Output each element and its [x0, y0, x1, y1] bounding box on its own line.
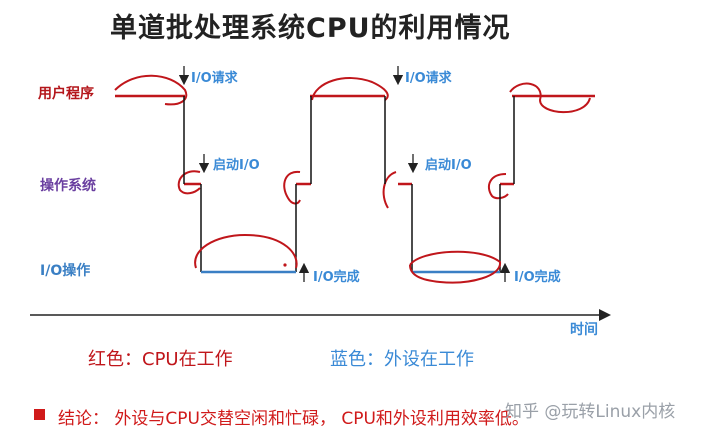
- diagram-title: 单道批处理系统CPU的利用情况: [110, 13, 511, 44]
- row-label-io: I/O操作: [40, 263, 91, 279]
- hand-curve-os-2: [283, 170, 301, 205]
- row-label-user-program: 用户程序: [38, 86, 94, 102]
- annotation-start-io-1: 启动I/O: [213, 158, 260, 173]
- hand-curve-os-4: [487, 173, 509, 200]
- conclusion-text: 结论： 外设与CPU交替空闲和忙碌， CPU和外设利用效率低。: [58, 409, 529, 429]
- hand-curve-user-1: [114, 74, 188, 106]
- row-label-os: 操作系统: [40, 178, 96, 194]
- hand-curve-io-1: [194, 233, 298, 269]
- hand-curve-io-2: [409, 250, 501, 284]
- hand-dot: [283, 263, 287, 267]
- annotation-start-io-2: 启动I/O: [425, 158, 472, 173]
- hand-curve-os-1: [177, 170, 201, 195]
- bullet-square-icon: [34, 409, 45, 420]
- annotation-io-complete-2: I/O完成: [514, 270, 561, 285]
- hand-curve-os-3: [382, 171, 397, 209]
- annotation-io-request-2: I/O请求: [405, 71, 452, 86]
- annotation-io-request-1: I/O请求: [191, 71, 238, 86]
- legend-device: 蓝色：外设在工作: [330, 349, 474, 370]
- hand-curve-user-3: [509, 82, 591, 114]
- time-axis-label: 时间: [570, 322, 598, 338]
- hand-curve-user-2: [311, 77, 389, 101]
- legend-cpu: 红色：CPU在工作: [88, 349, 233, 370]
- annotation-io-complete-1: I/O完成: [313, 270, 360, 285]
- watermark: 知乎 @玩转Linux内核: [505, 402, 676, 422]
